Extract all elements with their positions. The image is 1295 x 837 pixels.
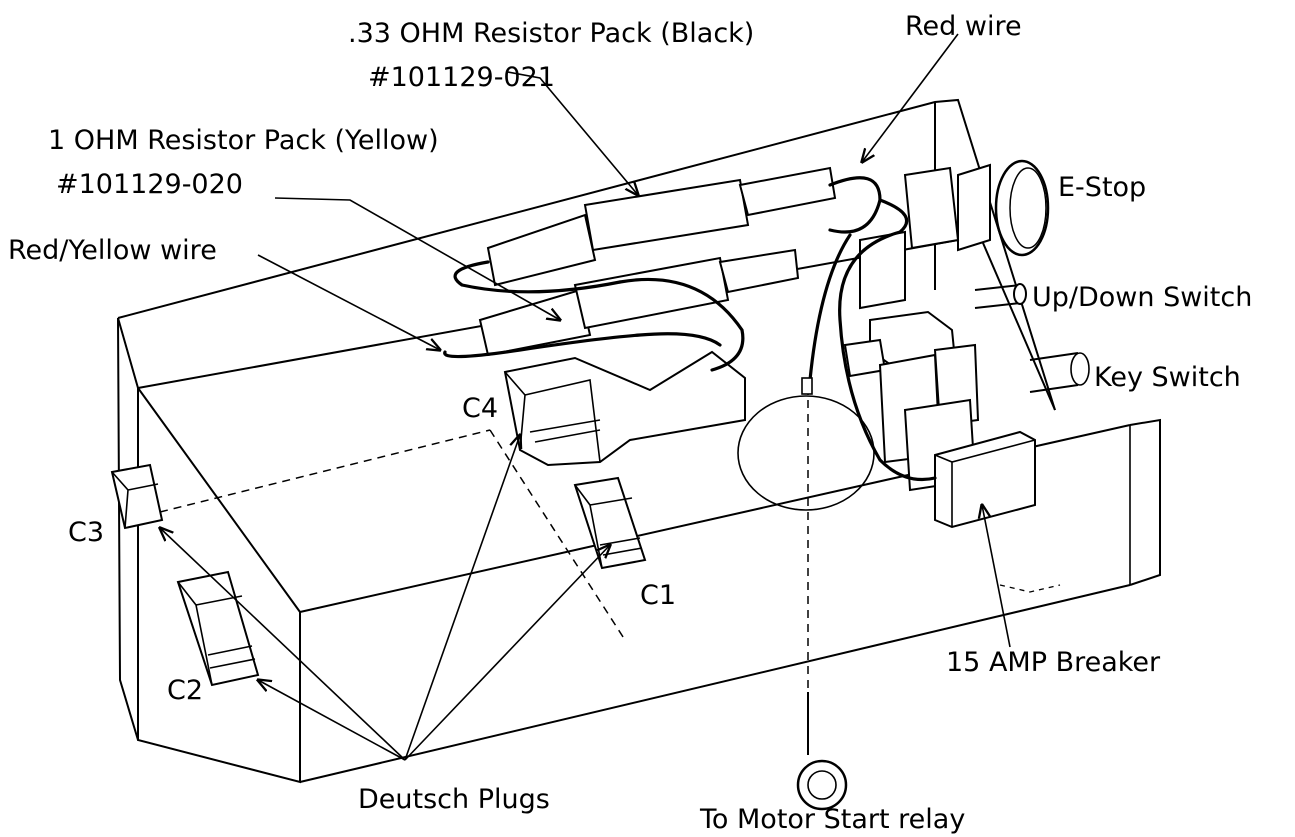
resistor-1-name-label: 1 OHM Resistor Pack (Yellow) [48, 125, 439, 156]
key-switch [1029, 352, 1090, 393]
connector-c2 [176, 570, 260, 687]
connector-c1 [573, 476, 647, 570]
c3-label: C3 [68, 517, 104, 548]
switch-blocks [843, 166, 980, 492]
resistor-pack-1-ohm [478, 248, 800, 357]
resistor-pack-033-ohm [486, 166, 837, 287]
c1-label: C1 [640, 580, 676, 611]
connector-c3 [110, 463, 164, 530]
motor-start-label: To Motor Start relay [699, 804, 965, 835]
connector-c4 [503, 350, 746, 467]
resistor-033-part-label: #101129-021 [368, 62, 555, 93]
key-switch-label: Key Switch [1094, 362, 1241, 393]
c4-label: C4 [462, 393, 498, 424]
c2-label: C2 [167, 675, 203, 706]
e-stop-label: E-Stop [1058, 172, 1146, 203]
resistor-1-part-label: #101129-020 [56, 169, 243, 200]
motor-cable-port [737, 395, 875, 511]
red-wire-label: Red wire [905, 11, 1022, 42]
up-down-switch-label: Up/Down Switch [1032, 282, 1252, 313]
red-yellow-wire-label: Red/Yellow wire [8, 235, 217, 266]
leader-lines [160, 33, 1011, 761]
deutsch-plugs-label: Deutsch Plugs [358, 784, 550, 815]
circuit-breaker-15a [934, 430, 1036, 529]
e-stop-button [957, 159, 1050, 257]
resistor-033-name-label: .33 OHM Resistor Pack (Black) [348, 18, 754, 49]
up-down-switch [974, 283, 1027, 309]
breaker-label: 15 AMP Breaker [946, 647, 1161, 678]
wiring [443, 176, 937, 811]
